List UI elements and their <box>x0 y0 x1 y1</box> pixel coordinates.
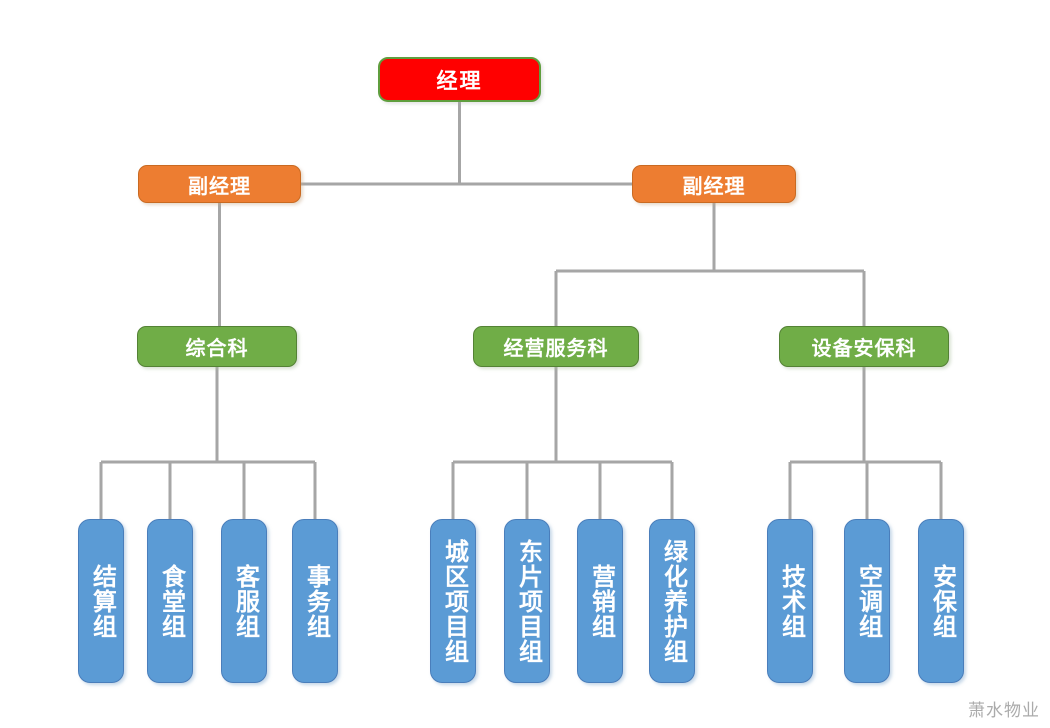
org-node-deputy-right: 副经理 <box>632 165 796 203</box>
org-node-label: 副经理 <box>682 175 746 198</box>
org-node-team: 营销组 <box>577 519 623 683</box>
org-node-label: 设备安保科 <box>811 338 917 360</box>
org-node-deputy-left: 副经理 <box>138 165 301 203</box>
org-node-label: 安保组 <box>928 563 956 639</box>
org-node-label: 经营服务科 <box>503 338 609 360</box>
org-node-label: 绿化养护组 <box>659 538 687 664</box>
org-node-label: 副经理 <box>188 175 251 198</box>
org-node-label: 技术组 <box>777 563 805 639</box>
org-node-section-equipment-security: 设备安保科 <box>779 326 949 367</box>
org-node-team: 结算组 <box>78 519 124 683</box>
org-node-manager: 经理 <box>378 57 541 102</box>
org-node-team: 安保组 <box>918 519 964 683</box>
watermark-text: 萧水物业 <box>968 701 1040 720</box>
org-node-team: 客服组 <box>221 519 267 683</box>
org-node-team: 绿化养护组 <box>649 519 695 683</box>
org-node-label: 结算组 <box>88 563 116 639</box>
org-node-label: 经理 <box>436 69 483 93</box>
org-node-team: 技术组 <box>767 519 813 683</box>
org-node-team: 事务组 <box>292 519 338 683</box>
org-node-label: 事务组 <box>302 563 330 639</box>
org-node-team: 城区项目组 <box>430 519 476 683</box>
org-node-label: 食堂组 <box>157 563 185 639</box>
org-node-label: 东片项目组 <box>514 538 542 664</box>
org-node-team: 食堂组 <box>147 519 193 683</box>
org-node-label: 空调组 <box>854 563 882 639</box>
org-node-label: 营销组 <box>587 563 615 639</box>
org-node-label: 综合科 <box>185 338 249 360</box>
org-node-section-general: 综合科 <box>137 326 297 367</box>
org-node-label: 客服组 <box>231 563 259 639</box>
org-node-team: 东片项目组 <box>504 519 550 683</box>
org-node-section-business-service: 经营服务科 <box>473 326 639 367</box>
org-node-label: 城区项目组 <box>440 538 468 664</box>
org-node-team: 空调组 <box>844 519 890 683</box>
